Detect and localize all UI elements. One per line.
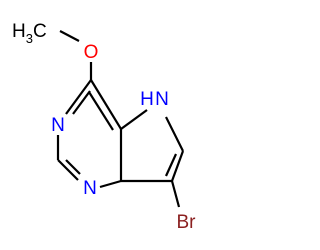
chemical-structure: H3C O N N H N Br: [12, 21, 196, 233]
nitrogen-lower-label: N: [83, 178, 97, 199]
oxygen-label: O: [84, 42, 99, 63]
bromine-label: Br: [177, 212, 197, 233]
bond-c6-c7: [170, 150, 185, 182]
bonds: [56, 30, 185, 208]
bond-c4a-nh: [120, 109, 148, 130]
nitrogen-upper-label: N: [51, 115, 65, 136]
bond-c6-c7-inner: [164, 153, 178, 177]
bond-methyl-oxygen: [59, 30, 80, 42]
atom-labels: H3C O N N H N Br: [12, 21, 196, 233]
bond-c4a-c4: [90, 79, 122, 130]
bond-c2-n-lower: [57, 159, 79, 181]
bond-c4-n-upper-inner: [72, 90, 91, 115]
bond-nh-c6: [165, 116, 184, 152]
bond-c2-n-lower-inner: [65, 159, 81, 175]
bond-c7-bromine: [170, 180, 181, 208]
bond-c4-n-upper: [65, 79, 92, 115]
methyl-label: H3C: [12, 21, 47, 46]
bond-c4a-c4-inner: [88, 91, 114, 131]
bond-n-lower-c7a: [99, 179, 122, 189]
nh-nitrogen-label: N: [155, 89, 169, 110]
nh-hydrogen-label: H: [140, 89, 154, 110]
